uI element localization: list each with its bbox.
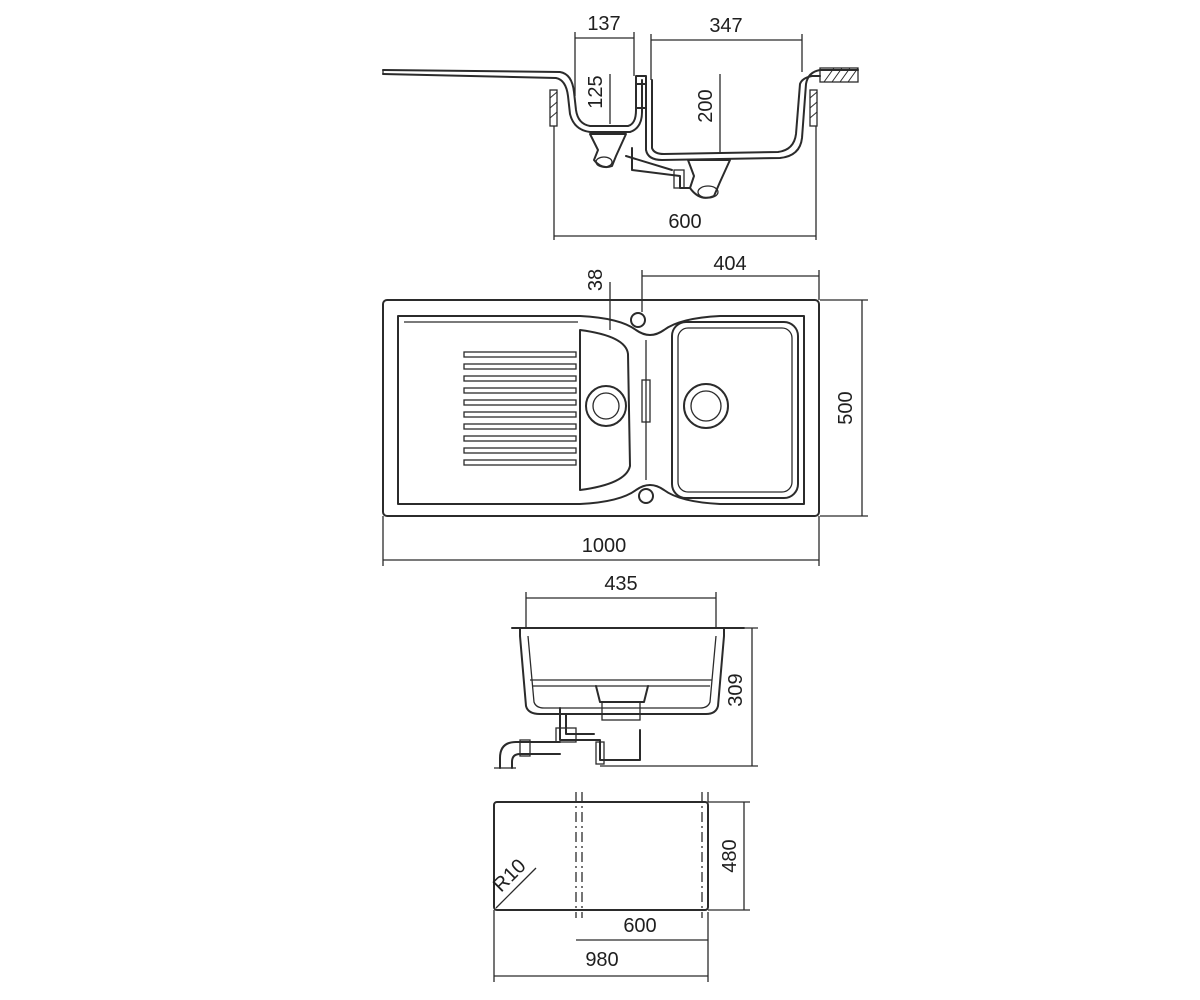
dim-large-bowl-depth: 200 [695,74,721,152]
dim-bowl-width-end: 435 [525,573,717,628]
dim-label-200: 200 [695,89,717,122]
dim-large-bowl-width: 347 [650,15,803,80]
dim-label-309: 309 [725,673,747,706]
dim-label-480: 480 [719,839,741,872]
drainer-ribs [463,351,577,466]
dim-large-bowl-offset: 404 [641,253,820,312]
dim-label-r10: R10 [489,855,531,897]
dim-label-1000: 1000 [582,535,627,557]
top-plan-view: 38 404 500 1000 [382,253,868,566]
end-section-view: 435 309 [494,573,758,769]
dim-label-500: 500 [835,391,857,424]
dim-cutout-depth: 480 [708,801,750,911]
cutout-view: R10 480 600 980 [489,792,750,982]
dim-label-600: 600 [668,211,701,233]
dim-label-404: 404 [713,253,746,275]
dim-label-137: 137 [587,13,620,35]
dim-label-980: 980 [585,949,618,971]
dim-cabinet-width-cutout: 600 [576,915,708,941]
dim-small-bowl-depth: 125 [585,74,611,124]
dim-label-38: 38 [585,269,607,291]
dim-label-125: 125 [585,75,607,108]
dim-cutout-length: 980 [493,910,709,982]
dim-label-600-cutout: 600 [623,915,656,937]
dim-label-435: 435 [604,573,637,595]
dim-overall-height: 309 [600,627,758,767]
dim-label-347: 347 [709,15,742,37]
dim-overall-width: 500 [820,299,868,517]
dim-tap-hole-offset: 38 [585,269,611,330]
dim-cabinet-width-side: 600 [554,211,816,237]
dim-small-bowl-width: 137 [574,13,635,96]
dim-overall-length: 1000 [382,516,820,566]
side-section-view: 137 347 125 200 600 [382,13,859,240]
